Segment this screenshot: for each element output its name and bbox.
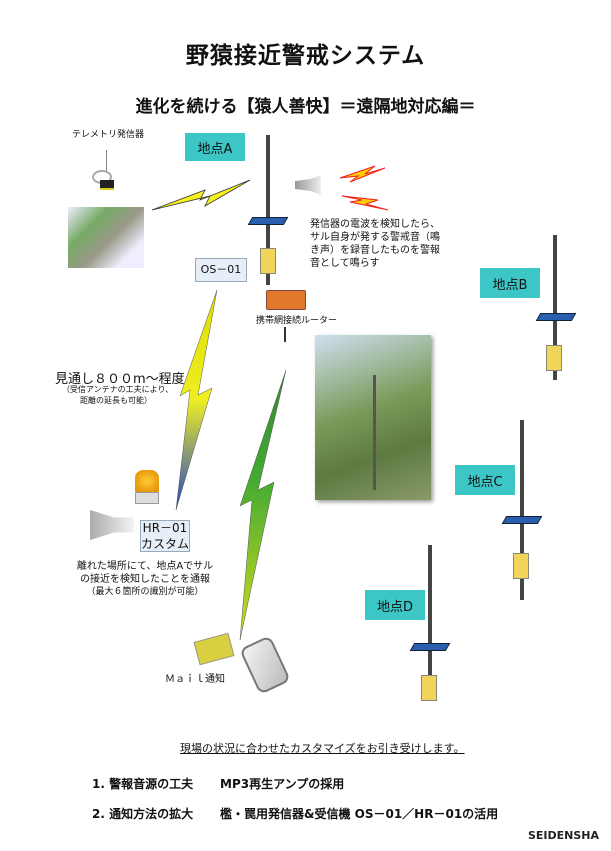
point-a-label: 地点A (185, 133, 245, 161)
feature-num: 1. (92, 777, 105, 791)
point-c-label: 地点C (455, 465, 515, 495)
mail-label: Ｍａｉｌ通知 (165, 674, 225, 685)
range-sub1: （受信アンテナの工夫により、 (62, 385, 174, 394)
router-label: 携帯網接続ルーター (256, 315, 338, 327)
page-subtitle: 進化を続ける【猿人善快】＝遠隔地対応編＝ (135, 97, 476, 117)
feature-item-1: 1. 警報音源の工夫 MP3再生アンプの採用 (92, 775, 344, 792)
solar-panel-c-icon (501, 516, 543, 524)
solar-panel-d-icon (409, 643, 451, 651)
point-b-label: 地点B (480, 268, 540, 298)
monkey-photo (68, 207, 144, 268)
router-icon (266, 290, 306, 310)
lightning-alarm-2 (341, 195, 389, 211)
alarm-note-line: 発信器の電波を検知したら、 (310, 219, 440, 230)
alarm-note-line: き声）を録音したものを警報 (310, 245, 440, 256)
hr01-label: HR－01 カスタム (140, 520, 190, 552)
hr01-line1: HR－01 (142, 521, 188, 535)
alarm-note: 発信器の電波を検知したら、 サル自身が発する警戒音（鳴 き声）を録音したものを警… (310, 218, 440, 270)
hr-note-line2: の接近を検知したことを通報 (80, 574, 210, 585)
pole-a (266, 135, 270, 285)
feature-item-2: 2. 通知方法の拡大 檻・罠用発信器&受信機 OS－01／HR－01の活用 (92, 805, 498, 822)
pole-b (553, 235, 557, 380)
site-photo-pole (373, 375, 376, 490)
feature-num: 2. (92, 807, 105, 821)
lightning-transmitter-to-a (151, 179, 251, 211)
control-box-d (421, 675, 437, 701)
telemetry-transmitter-icon (92, 150, 118, 196)
control-box-b (546, 345, 562, 371)
hr-note: 離れた場所にて、地点Aでサル の接近を検知したことを通報 （最大６箇所の識別が可… (40, 560, 250, 599)
feature-head: 警報音源の工夫 (109, 777, 194, 791)
alarm-note-line: サル自身が発する警戒音（鳴 (310, 232, 440, 243)
router-antenna-icon (284, 320, 286, 342)
control-box-c (513, 553, 529, 579)
company-logo: SEIDENSHA (528, 829, 600, 842)
range-main: 見通し８００m～程度 (55, 372, 185, 387)
page-title: 野猿接近警戒システム (185, 43, 426, 69)
control-box-a (260, 248, 276, 274)
range-sub2: 距離の延長も可能） (80, 396, 152, 405)
transmitter-label: テレメトリ発信器 (72, 130, 145, 140)
alarm-note-line: 音として鳴らす (310, 258, 380, 269)
hr-note-line3: （最大６箇所の識別が可能） (86, 587, 204, 597)
feature-body: 檻・罠用発信器&受信機 OS－01／HR－01の活用 (220, 807, 499, 821)
lightning-alarm-1 (339, 165, 386, 183)
custom-note: 現場の状況に合わせたカスタマイズをお引き受けします。 (180, 742, 465, 755)
lightning-a-to-hr (175, 289, 218, 511)
point-d-label: 地点D (365, 590, 425, 620)
solar-panel-a-icon (247, 217, 289, 225)
solar-panel-b-icon (535, 313, 577, 321)
feature-head: 通知方法の拡大 (109, 807, 194, 821)
pole-d (428, 545, 432, 700)
pole-c (520, 420, 524, 600)
rotating-warning-light-icon (135, 470, 159, 506)
hr-note-line1: 離れた場所にて、地点Aでサル (76, 561, 214, 572)
feature-body: MP3再生アンプの採用 (220, 777, 345, 791)
hr01-line2: カスタム (141, 537, 190, 551)
lightning-router-to-mail (239, 369, 287, 641)
os01-label: OS－01 (195, 258, 247, 282)
